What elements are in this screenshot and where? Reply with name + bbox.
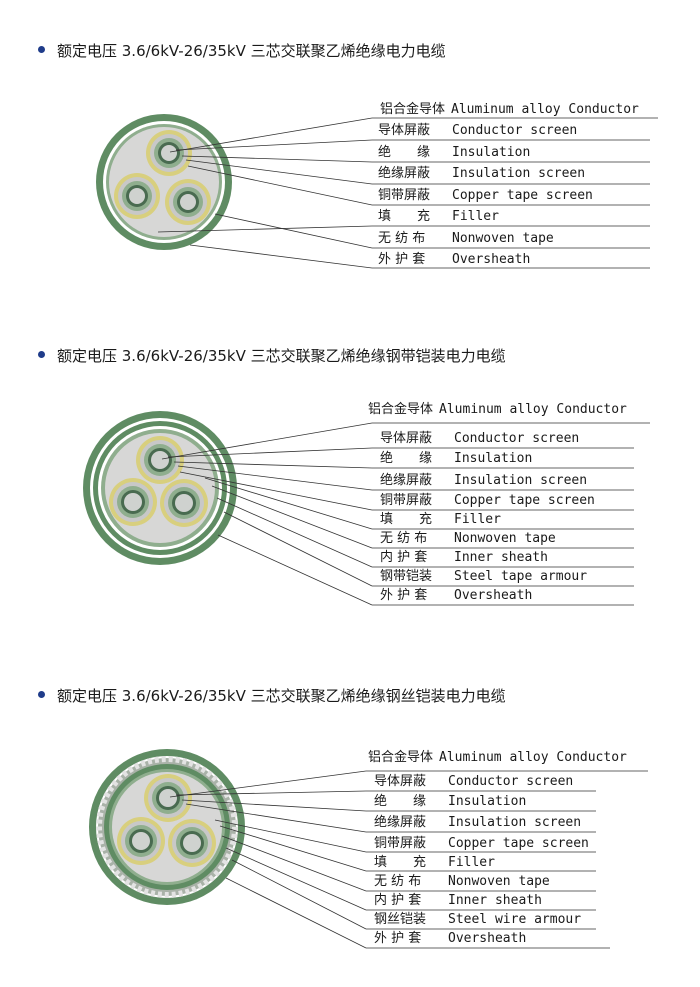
section-title: 额定电压 3.6/6kV-26/35kV 三芯交联聚乙烯绝缘钢带铠装电力电缆 xyxy=(38,345,506,366)
core-top xyxy=(146,130,192,176)
cable-diagram-1 xyxy=(96,114,658,269)
core-left xyxy=(114,173,160,219)
section-title: 额定电压 3.6/6kV-26/35kV 三芯交联聚乙烯绝缘电力电缆 xyxy=(38,40,446,61)
cable-diagram-2 xyxy=(83,411,650,606)
bullet-icon xyxy=(38,691,45,698)
bullet-icon xyxy=(38,351,45,358)
section-title: 额定电压 3.6/6kV-26/35kV 三芯交联聚乙烯绝缘钢丝铠装电力电缆 xyxy=(38,685,506,706)
core-right xyxy=(165,179,211,225)
bullet-icon xyxy=(38,46,45,53)
